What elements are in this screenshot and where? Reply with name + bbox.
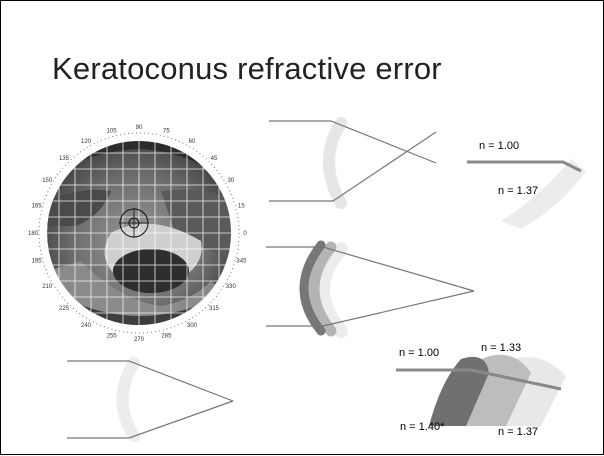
degree-label: 285 [161,333,172,339]
refracted-boundary [470,368,562,391]
degree-label: 30 [227,178,234,184]
lower-ray-bottom [67,400,234,439]
degree-label: 90 [136,125,143,131]
n-cornea-bottom-label: n = 1.37 [498,426,539,438]
conical-cornea-shape [299,240,326,336]
degree-label: 300 [187,323,198,329]
degree-label: 105 [107,129,118,135]
degree-label: 120 [81,139,92,145]
upper-ray [269,120,437,164]
degree-label: 165 [32,204,43,210]
corneal-topography-map: 0 15 30 45 60 75 90 105 120 135 150 165 180 195 210 225… [28,125,247,343]
cornea-shape-bottom [116,357,140,442]
degree-label: 0 [243,231,247,237]
degree-label: 15 [238,204,245,210]
map-degree-labels: 0 15 30 45 60 75 90 105 120 135 150 165 180 195 210 225… [28,125,247,343]
lower-ray-cone [266,290,475,327]
degree-label: 240 [81,323,92,329]
surface-boundary [467,160,582,173]
n-air-bottom-label: n = 1.00 [399,347,440,359]
degree-label: 195 [32,258,43,264]
lower-ray [269,131,437,202]
map-degree-ring [38,132,240,334]
slide-title: Keratoconus refractive error [52,51,442,86]
degree-label: 345 [236,258,247,264]
interface-detail-top [467,159,586,229]
n-aqueous-label: n = 1.33 [481,342,522,354]
n-cone-label: n = 1.40* [400,421,445,433]
degree-label: 180 [28,231,39,237]
upper-ray-bottom [67,360,234,402]
focus-diagram [67,357,234,442]
degree-label: 60 [189,139,196,145]
degree-label: 270 [134,337,145,343]
degree-label: 315 [209,306,220,312]
cornea-segment [501,159,586,229]
cone-layer [429,356,489,426]
upper-ray-cone [266,246,475,292]
keratoconus-diagram [266,240,475,338]
degree-label: 150 [42,178,53,184]
interface-detail-bottom [396,354,566,426]
normal-cornea-diagram [269,117,437,209]
n-air-top-label: n = 1.00 [479,140,520,152]
degree-label: 330 [226,284,237,290]
degree-label: 210 [42,284,53,290]
n-cornea-top-label: n = 1.37 [498,185,539,197]
degree-label: 135 [59,156,70,162]
normal-cornea-shape [323,117,347,209]
degree-label: 45 [211,156,218,162]
degree-label: 75 [163,129,170,135]
degree-label: 255 [107,333,118,339]
degree-label: 225 [59,306,70,312]
